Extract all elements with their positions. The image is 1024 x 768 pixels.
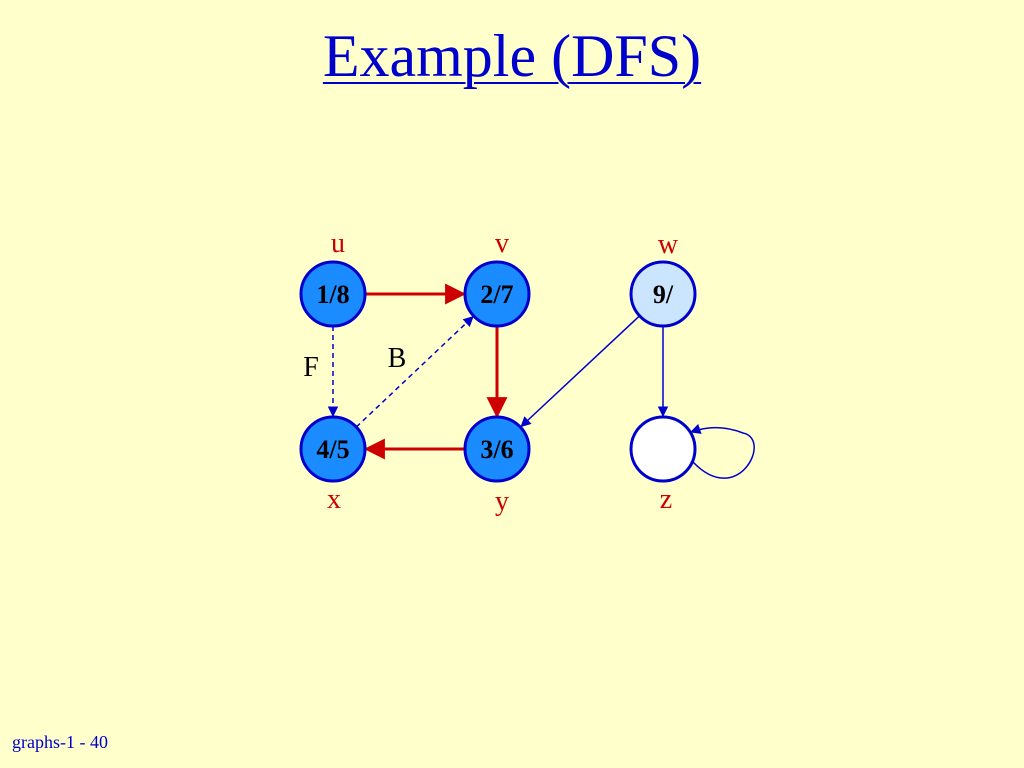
vertex-time-y: 3/6 <box>480 435 513 464</box>
vertex-name-x: x <box>327 484 341 515</box>
slide-footer: graphs-1 - 40 <box>12 732 108 752</box>
vertex-name-y: y <box>495 486 509 517</box>
edge-w-y <box>520 315 641 428</box>
vertex-time-w: 9/ <box>653 280 674 309</box>
vertex-y: 3/6 y <box>463 415 531 517</box>
edge-x-v <box>355 315 474 428</box>
edge-label-x-v: B <box>388 343 407 374</box>
vertex-v: 2/7 v <box>463 228 531 328</box>
vertex-circle-w <box>629 260 697 328</box>
vertex-name-z: z <box>660 484 672 515</box>
vertex-circle-z <box>629 415 697 483</box>
vertex-name-w: w <box>658 229 679 260</box>
vertex-circle-u <box>299 260 367 328</box>
vertex-u: 1/8 u <box>299 228 367 328</box>
vertex-circle-x <box>299 415 367 483</box>
vertex-w: 9/w <box>629 229 697 328</box>
vertex-circle-y <box>463 415 531 483</box>
vertex-layer: 1/8 u 2/7 v 9/w 4/5 x 3/6 y z <box>299 228 697 517</box>
vertex-name-u: u <box>331 228 345 259</box>
vertex-name-v: v <box>495 228 509 259</box>
vertex-circle-v <box>463 260 531 328</box>
edge-z-z <box>690 423 755 479</box>
vertex-x: 4/5 x <box>299 415 367 515</box>
edge-layer <box>327 283 755 479</box>
vertex-time-v: 2/7 <box>480 280 513 309</box>
edge-label-u-x: F <box>303 352 319 383</box>
vertex-time-x: 4/5 <box>316 435 349 464</box>
vertex-z: z <box>629 415 697 515</box>
vertex-time-u: 1/8 <box>316 280 349 309</box>
slide-title: Example (DFS) <box>322 23 702 89</box>
